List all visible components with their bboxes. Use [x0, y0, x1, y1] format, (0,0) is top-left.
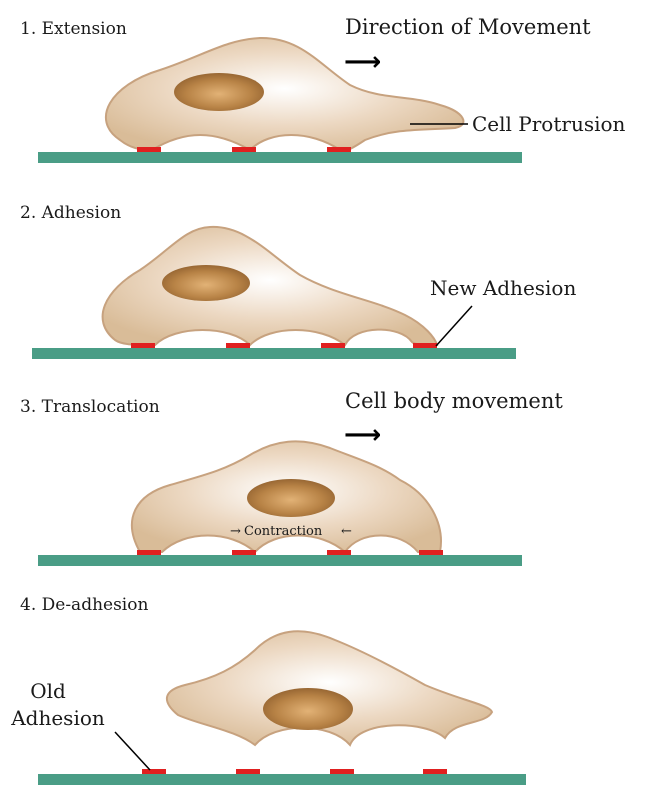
panel-de-adhesion: 4. De-adhesion Old Adhesion [10, 595, 526, 785]
adhesion-site [419, 550, 443, 555]
adhesion-site [327, 550, 351, 555]
contraction-label: Contraction [244, 524, 323, 539]
substrate [38, 555, 522, 566]
old-adhesion-leader-line [114, 731, 151, 771]
adhesion-site [423, 769, 447, 774]
step-label-translocation: 3. Translocation [20, 397, 160, 417]
step-label-adhesion: 2. Adhesion [20, 203, 121, 223]
panel-extension: 1. Extension Direction of Movement ⟶ Cel… [20, 15, 626, 163]
cell-body [104, 36, 465, 152]
adhesion-site [413, 343, 437, 348]
adhesion-site [232, 147, 256, 152]
new-adhesion-label: New Adhesion [430, 276, 576, 300]
adhesion-site [226, 343, 250, 348]
direction-arrow-icon: ⟶ [344, 47, 381, 77]
old-adhesion-label-line1: Old [30, 679, 66, 703]
step-label-extension: 1. Extension [20, 19, 127, 39]
adhesion-site [236, 769, 260, 774]
old-adhesion-label-line2: Adhesion [10, 706, 105, 730]
cell-body [101, 225, 439, 347]
adhesion-site [137, 550, 161, 555]
panel-translocation: 3. Translocation Cell body movement ⟶ → … [20, 389, 563, 566]
adhesion-site [131, 343, 155, 348]
adhesion-site [137, 147, 161, 152]
substrate [38, 152, 522, 163]
panel-adhesion: 2. Adhesion New Adhesion [20, 203, 576, 359]
nucleus [263, 688, 353, 730]
substrate [38, 774, 526, 785]
nucleus [162, 265, 250, 301]
cell-body [166, 630, 494, 747]
new-adhesion-leader-line [435, 305, 473, 347]
adhesion-site [327, 147, 351, 152]
cell-body-movement-label: Cell body movement [345, 389, 563, 413]
movement-arrow-icon: ⟶ [344, 420, 381, 450]
nucleus [247, 479, 335, 517]
contraction-left-arrow-icon: → [230, 524, 241, 539]
contraction-right-arrow-icon: ← [341, 524, 352, 539]
substrate [32, 348, 516, 359]
adhesion-site [232, 550, 256, 555]
cell-protrusion-label: Cell Protrusion [472, 112, 626, 136]
adhesion-site [321, 343, 345, 348]
direction-of-movement-label: Direction of Movement [345, 15, 591, 39]
step-label-de-adhesion: 4. De-adhesion [20, 595, 148, 615]
nucleus [174, 73, 264, 111]
adhesion-site [330, 769, 354, 774]
contraction-indicator: → Contraction ← [230, 524, 352, 539]
adhesion-site-old [142, 769, 166, 774]
